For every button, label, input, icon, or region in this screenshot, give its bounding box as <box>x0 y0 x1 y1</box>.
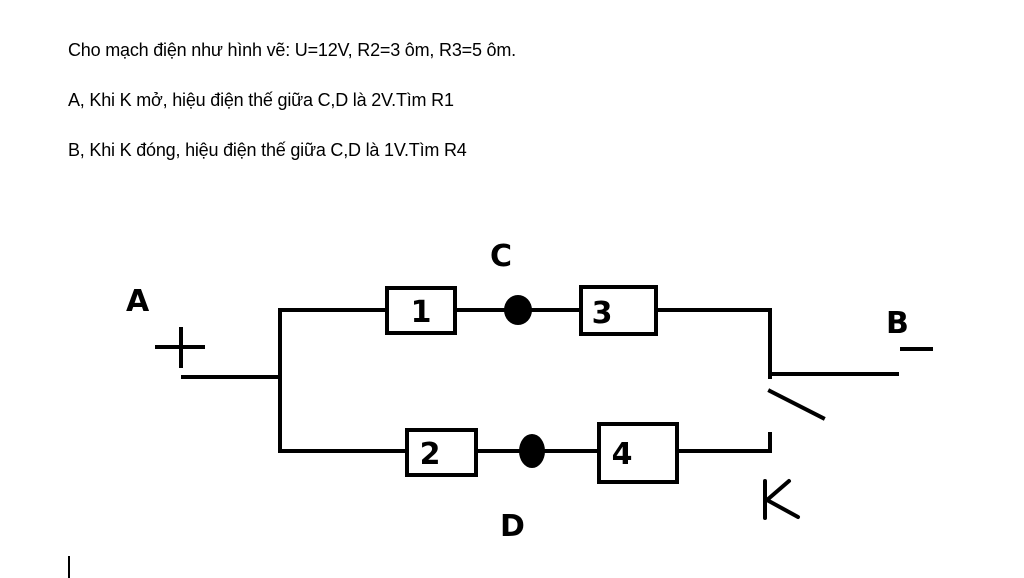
resistor-r4-label: 4 <box>612 437 633 472</box>
problem-line-1: Cho mạch điện như hình vẽ: U=12V, R2=3 ô… <box>68 40 516 60</box>
node-d-dot <box>519 434 545 468</box>
resistor-r2 <box>405 428 478 477</box>
problem-line-2: A, Khi K mở, hiệu điện thế giữa C,D là 2… <box>68 90 454 110</box>
resistor-r3-label: 3 <box>592 296 613 331</box>
switch-k-blade <box>767 388 826 421</box>
node-c-dot <box>504 295 532 325</box>
node-c-label: C <box>490 239 512 274</box>
minus-sign-label: - <box>915 351 916 353</box>
node-b-label: B <box>886 306 909 341</box>
switch-k-label-glyph <box>763 479 800 520</box>
resistor-r2-label: 2 <box>420 437 441 472</box>
node-d-label: D <box>500 509 525 544</box>
problem-line-3: B, Khi K đóng, hiệu điện thế giữa C,D là… <box>68 140 467 160</box>
node-a-label: A <box>126 284 150 319</box>
text-cursor <box>68 556 70 578</box>
resistor-r1-label: 1 <box>411 295 432 330</box>
